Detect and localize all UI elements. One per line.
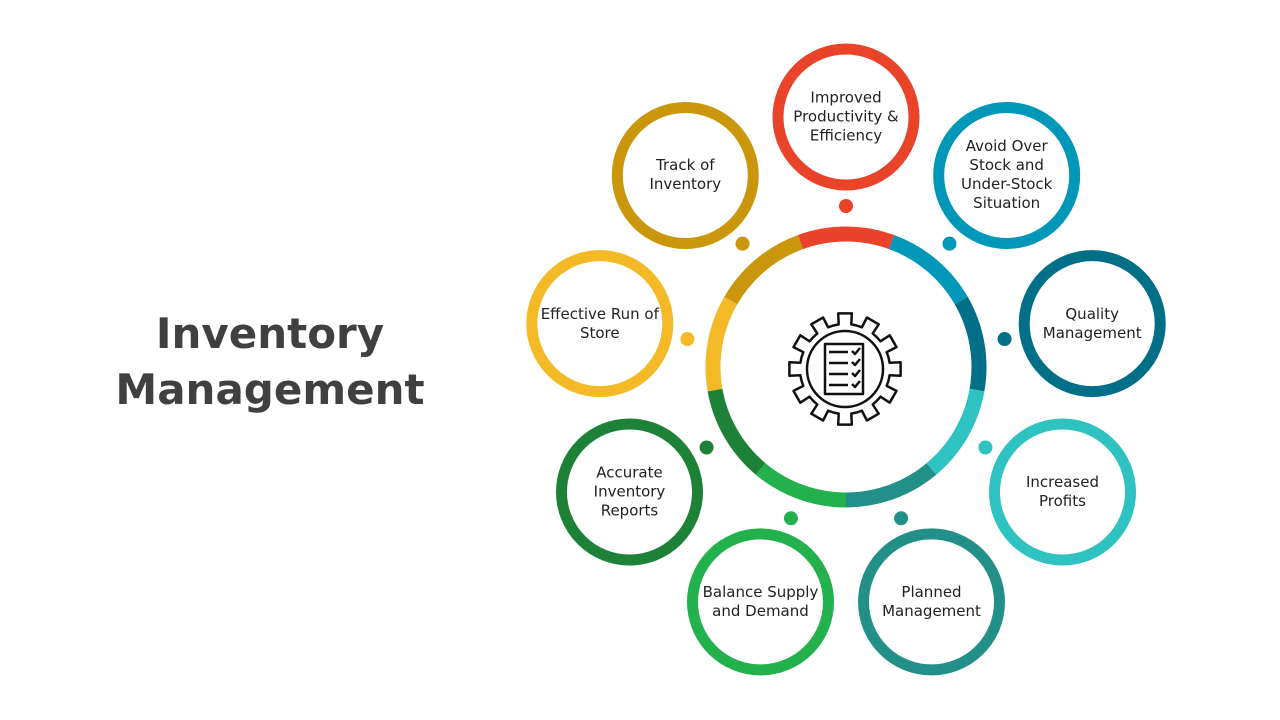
item-label: Effective Run of Store <box>540 304 659 342</box>
item-label: Increased Profits <box>1025 473 1099 510</box>
item-circle <box>555 418 703 566</box>
center-ring <box>705 226 987 508</box>
connector-dot <box>699 440 714 455</box>
ring-segment <box>755 463 847 508</box>
item-circle <box>611 101 759 249</box>
item-circle <box>526 250 674 398</box>
connector-dot <box>942 236 957 251</box>
ring-segment <box>926 388 985 475</box>
item-label: Accurate Inventory Reports <box>593 463 666 520</box>
item-circle <box>772 43 920 191</box>
connector-dot <box>735 236 750 251</box>
ring-segment <box>845 463 937 508</box>
item-circle <box>858 528 1006 676</box>
item-label: Avoid Over Stock and Under-Stock Situati… <box>961 137 1053 213</box>
title-line-2: Management <box>115 365 425 414</box>
connector-dot <box>680 332 695 347</box>
connector-dot <box>997 332 1012 347</box>
item-label: Planned Management <box>882 582 981 620</box>
connector-dot <box>783 511 798 526</box>
ring-segment <box>707 388 766 475</box>
connector-dot <box>894 511 909 526</box>
item-circle <box>989 418 1137 566</box>
item-label: Track of Inventory <box>649 156 722 194</box>
item-label: Quality Management <box>1042 304 1142 342</box>
item-circle <box>686 528 834 676</box>
ring-segment <box>954 296 987 392</box>
ring-segment <box>705 296 738 392</box>
title-line-1: Inventory <box>155 309 385 358</box>
item-circle <box>933 101 1081 249</box>
item-label: Improved Productivity & Efficiency <box>793 88 899 145</box>
page-title: Inventory Management <box>60 306 480 418</box>
ring-segment <box>724 234 804 305</box>
gear-checklist-icon <box>788 312 902 426</box>
ring-segment <box>797 226 895 250</box>
item-label: Balance Supply and Demand <box>702 582 819 620</box>
ring-segment <box>888 234 968 305</box>
connector-dot <box>978 440 993 455</box>
item-circle <box>1018 250 1166 398</box>
connector-dot <box>839 199 853 213</box>
